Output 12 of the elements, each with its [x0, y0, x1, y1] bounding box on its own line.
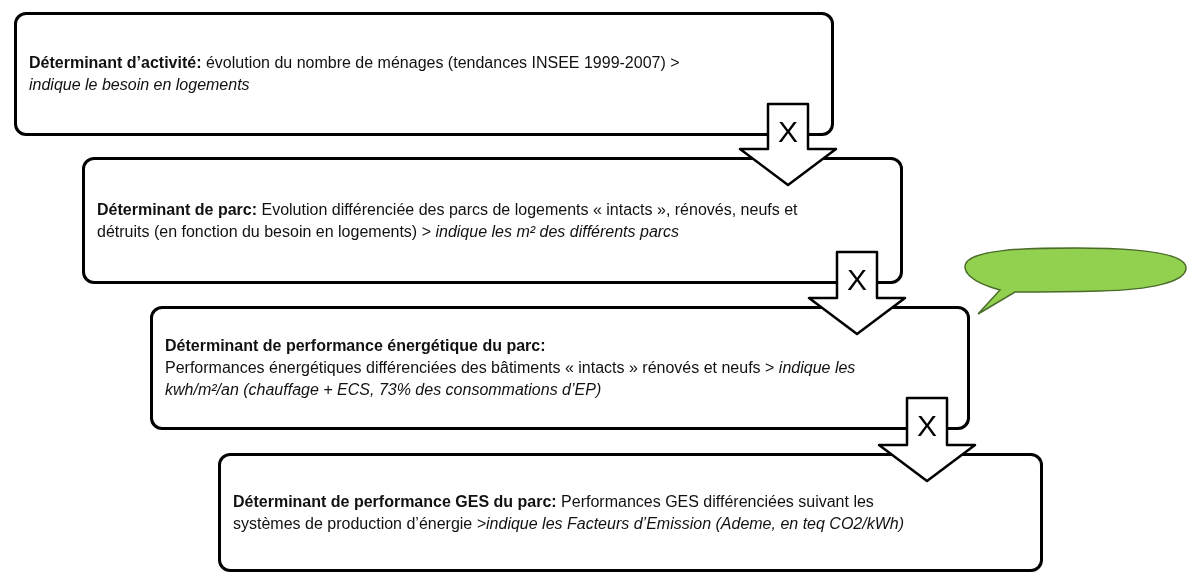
box-text: Déterminant de parc: Evolution différenciée des parcs de logements « intacts », rénovés, neufs et détruits (en fonction du besoin en logements) > indique les m² des différents parcs — [97, 199, 799, 242]
box-text: Performances énergétiques différenciées des bâtiments « intacts » rénovés et neufs > indique les kwh/m²/an (chauffage + ECS, 73% des consommations d’EP) — [165, 358, 857, 400]
edge-label: X — [917, 410, 937, 442]
process-box — [218, 453, 1043, 572]
box-heading: Déterminant de performance énergétique du parc: — [165, 336, 547, 356]
box-text: Déterminant d’activité: évolution du nombre de ménages (tendances INSEE 1999-2007) > indique le besoin en logements — [29, 53, 681, 95]
edge-label: X — [778, 116, 798, 148]
block-arrow — [877, 396, 977, 483]
edge-label: X — [847, 264, 867, 296]
block-arrow — [738, 102, 838, 187]
block-arrow — [807, 250, 907, 336]
box-text: Déterminant de performance GES du parc: Performances GES différenciées suivant les systèmes de production d’énergie >indique les Facteurs d’Emission (Ademe, en teq CO2/kWh) — [233, 491, 905, 534]
